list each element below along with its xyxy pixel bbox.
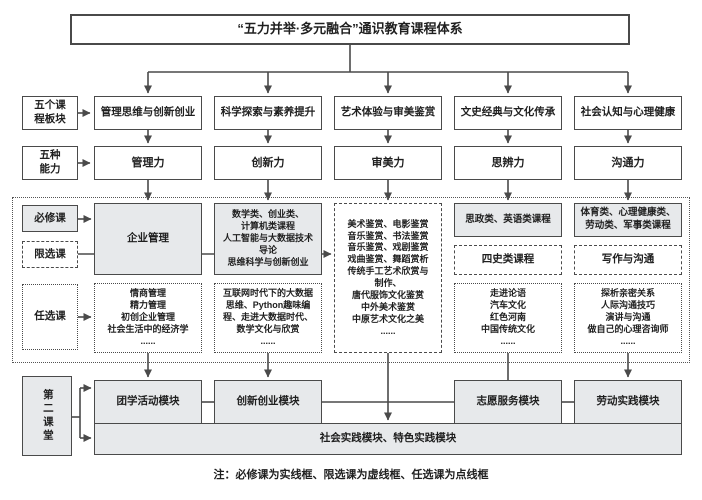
label-elective-course: 任选课 xyxy=(22,284,78,350)
label-limited-course: 限选课 xyxy=(22,241,78,268)
required-box-management: 企业管理 xyxy=(94,203,202,275)
course-section-frame xyxy=(12,197,690,363)
plate-box-science: 科学探索与素养提升 xyxy=(214,96,322,130)
elective-box-management: 情商管理 精力管理 初创企业管理 社会生活中的经济学 ...... xyxy=(94,283,202,353)
ability-box-innovation: 创新力 xyxy=(214,146,322,180)
elective-box-history: 走进论语 汽车文化 红色河南 中国传统文化 ...... xyxy=(454,283,562,353)
limited-box-history: 四史类课程 xyxy=(454,245,562,275)
label-required-course: 必修课 xyxy=(22,205,78,232)
module-box-volunteer: 志愿服务模块 xyxy=(454,380,562,424)
module-box-social-practice: 社会实践模块、特色实践模块 xyxy=(94,423,682,455)
plate-box-management: 管理思维与创新创业 xyxy=(94,96,202,130)
limited-box-social: 写作与沟通 xyxy=(574,245,682,275)
ability-box-critical: 思辨力 xyxy=(454,146,562,180)
title-box: “五力并举·多元融合”通识教育课程体系 xyxy=(70,14,630,45)
label-second-classroom: 第二课堂 xyxy=(22,376,72,456)
required-box-science: 数学类、创业类、 计算机类课程 人工智能与大数据技术 导论 思维科学与创新创业 xyxy=(214,203,322,275)
plate-box-history: 文史经典与文化传承 xyxy=(454,96,562,130)
elective-box-social: 探析亲密关系 人际沟通技巧 演讲与沟通 做自己的心理咨询师 ...... xyxy=(574,283,682,353)
plate-box-art: 艺术体验与审美鉴赏 xyxy=(334,96,442,130)
label-five-plates: 五个课 程板块 xyxy=(22,96,78,130)
limited-box-art: 美术鉴赏、电影鉴赏 音乐鉴赏、书法鉴赏 音乐鉴赏、戏剧鉴赏 戏曲鉴赏、舞蹈赏析 … xyxy=(334,203,442,353)
module-box-league-activity: 团学活动模块 xyxy=(94,380,202,424)
ability-box-management: 管理力 xyxy=(94,146,202,180)
ability-box-aesthetic: 审美力 xyxy=(334,146,442,180)
label-five-abilities: 五种 能力 xyxy=(22,146,78,180)
legend-note: 注：必修课为实线框、限选课为虚线框、任选课为点线框 xyxy=(213,469,489,481)
required-box-history: 思政类、英语类课程 xyxy=(454,203,562,237)
elective-box-science: 互联网时代下的大数据 思维、Python趣味编 程、走进大数据时代、 数学文化与… xyxy=(214,283,322,353)
plate-box-social: 社会认知与心理健康 xyxy=(574,96,682,130)
ability-box-communication: 沟通力 xyxy=(574,146,682,180)
required-box-social: 体育类、心理健康类、 劳动类、军事类课程 xyxy=(574,203,682,237)
module-box-innovation: 创新创业模块 xyxy=(214,380,322,424)
module-box-labor: 劳动实践模块 xyxy=(574,380,682,424)
